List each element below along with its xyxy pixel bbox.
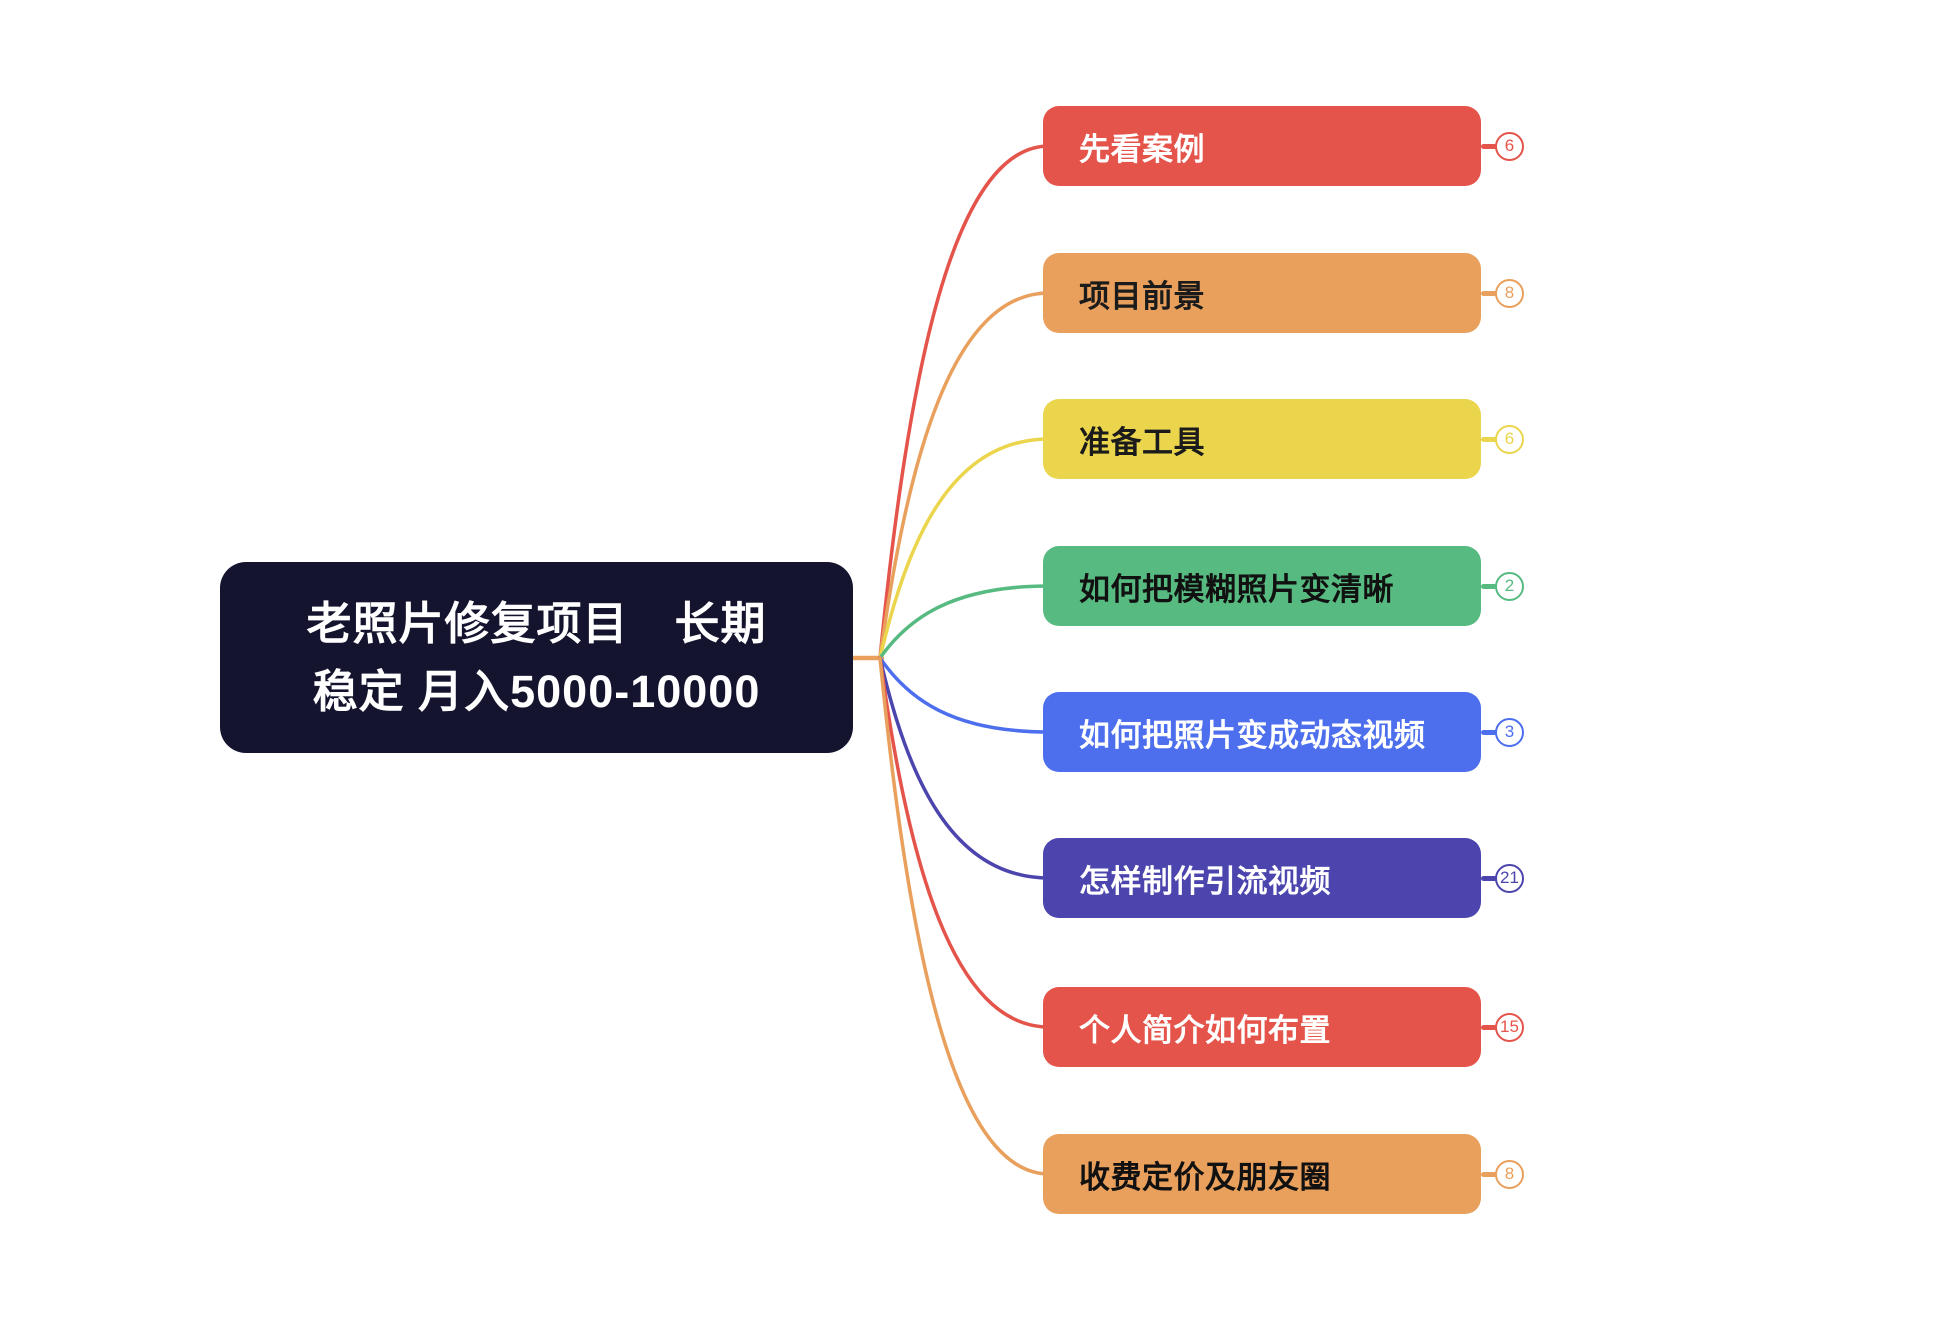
root-node[interactable]: 老照片修复项目 长期 稳定 月入5000-10000 xyxy=(220,562,853,753)
branch-connector-line xyxy=(878,656,1051,1176)
child-count-badge[interactable]: 21 xyxy=(1495,863,1524,893)
badge-stub-line xyxy=(1481,436,1497,442)
branch-node-label: 先看案例 xyxy=(1079,131,1205,167)
branch-node[interactable]: 收费定价及朋友圈 xyxy=(1043,1134,1481,1214)
child-count-value: 6 xyxy=(1504,429,1515,448)
branch-connector-line xyxy=(878,656,1051,734)
branch-node-label: 个人简介如何布置 xyxy=(1079,1012,1331,1048)
child-count-badge[interactable]: 2 xyxy=(1495,571,1524,601)
badge-stub-line xyxy=(1481,290,1497,296)
badge-stub-line xyxy=(1481,729,1497,735)
badge-stub-line xyxy=(1481,143,1497,149)
branch-node[interactable]: 个人简介如何布置 xyxy=(1043,987,1481,1067)
branch-node[interactable]: 如何把模糊照片变清晰 xyxy=(1043,546,1481,626)
child-count-value: 21 xyxy=(1500,868,1519,887)
branch-node-label: 收费定价及朋友圈 xyxy=(1079,1159,1331,1195)
child-count-value: 6 xyxy=(1504,136,1515,155)
branch-connector-line xyxy=(878,144,1051,660)
branch-node[interactable]: 如何把照片变成动态视频 xyxy=(1043,692,1481,772)
branch-node[interactable]: 先看案例 xyxy=(1043,106,1481,186)
branch-connector-line xyxy=(878,656,1051,1029)
child-count-value: 15 xyxy=(1500,1017,1519,1036)
branch-node[interactable]: 准备工具 xyxy=(1043,399,1481,479)
branch-node[interactable]: 项目前景 xyxy=(1043,253,1481,333)
child-count-value: 3 xyxy=(1504,722,1515,741)
child-count-value: 8 xyxy=(1504,1164,1515,1183)
branch-connector-line xyxy=(878,584,1051,660)
child-count-badge[interactable]: 6 xyxy=(1495,131,1524,161)
badge-stub-line xyxy=(1481,1024,1497,1030)
badge-stub-line xyxy=(1481,583,1497,589)
root-node-title-line2: 稳定 月入5000-10000 xyxy=(312,665,761,717)
child-count-value: 8 xyxy=(1504,283,1515,302)
badge-stub-line xyxy=(1481,875,1497,881)
branch-node-label: 怎样制作引流视频 xyxy=(1079,863,1331,899)
child-count-badge[interactable]: 15 xyxy=(1495,1012,1524,1042)
branch-connector-line xyxy=(878,656,1051,880)
branch-connector-line xyxy=(878,291,1051,660)
child-count-value: 2 xyxy=(1504,576,1515,595)
branch-node-label: 如何把模糊照片变清晰 xyxy=(1079,571,1394,607)
branch-connector-line xyxy=(878,437,1051,660)
child-count-badge[interactable]: 6 xyxy=(1495,424,1524,454)
child-count-badge[interactable]: 8 xyxy=(1495,1159,1524,1189)
branch-node-label: 如何把照片变成动态视频 xyxy=(1079,717,1426,753)
branch-node-label: 项目前景 xyxy=(1079,278,1205,314)
child-count-badge[interactable]: 3 xyxy=(1495,717,1524,747)
branch-node[interactable]: 怎样制作引流视频 xyxy=(1043,838,1481,918)
root-node-title-line1: 老照片修复项目 长期 xyxy=(306,598,767,649)
badge-stub-line xyxy=(1481,1171,1497,1177)
child-count-badge[interactable]: 8 xyxy=(1495,278,1524,308)
branch-node-label: 准备工具 xyxy=(1079,424,1205,460)
